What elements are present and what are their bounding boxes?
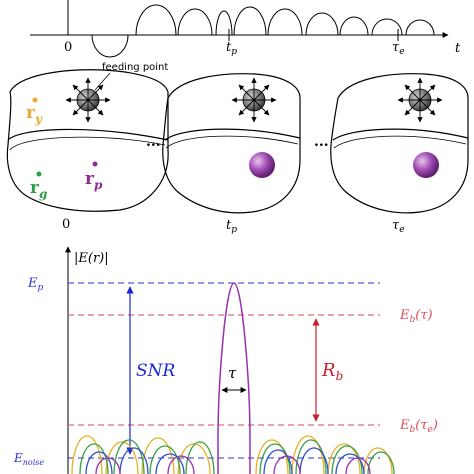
- position-dot: [32, 97, 38, 103]
- level-label-eb-tau: Eb(τ): [399, 308, 433, 325]
- ellipsis: ...: [146, 134, 161, 150]
- position-label: ry: [26, 103, 43, 126]
- position-r-p: rp: [85, 161, 103, 192]
- level-label-ep: Ep: [27, 276, 44, 293]
- position-dot: [92, 161, 98, 167]
- feeding-point-2: [231, 77, 277, 123]
- target-sphere: [249, 152, 275, 178]
- chamber-frames: feeding point ry rg rp ... ... 0 tp τe: [6, 62, 469, 235]
- timeline-lobes: [67, 0, 435, 58]
- ellipsis: ...: [314, 134, 329, 150]
- y-axis-label: |E(r)|: [74, 251, 109, 266]
- timeline-mark-zero: 0: [64, 40, 72, 55]
- chamber-frame-initial: [6, 69, 169, 212]
- position-r-g: rg: [30, 171, 47, 201]
- feeding-point-leader: [94, 72, 111, 91]
- frame-label-tp: tp: [226, 218, 237, 235]
- tau-label: τ: [228, 364, 237, 382]
- frame-label-tau-e: τe: [392, 218, 405, 235]
- sidelobes-yellow: [71, 435, 393, 474]
- peak-curve: [217, 282, 251, 474]
- chamber-frame-tau-e: [330, 73, 469, 214]
- timeline: t 0 tp τe: [30, 0, 461, 58]
- sidelobes-blue: [85, 447, 365, 474]
- frame-label-zero: 0: [62, 217, 70, 232]
- rb-label: Rb: [321, 360, 343, 383]
- position-label: rp: [85, 169, 103, 192]
- signal-plot: |E(r)| Ep Eb(τ) Eb(τe) Enoise SNR Rb τ: [13, 246, 438, 474]
- timeline-mark-tau-e: τe: [392, 40, 405, 57]
- target-sphere: [413, 152, 439, 178]
- position-label: rg: [30, 178, 47, 201]
- time-axis-label: t: [455, 41, 461, 56]
- level-label-eb-tau-e: Eb(τe): [399, 418, 438, 435]
- level-label-noise: Enoise: [13, 451, 44, 467]
- chamber-frame-tp: [162, 73, 301, 214]
- timeline-mark-tp: tp: [226, 40, 237, 57]
- feeding-point-3: [397, 77, 443, 123]
- feeding-point-1: [65, 77, 111, 123]
- position-r-y: ry: [26, 97, 43, 126]
- sidelobes-purple: [95, 455, 371, 474]
- sidelobes-green: [79, 439, 395, 474]
- position-dot: [36, 171, 42, 177]
- snr-label: SNR: [136, 361, 176, 381]
- feeding-point-label: feeding point: [102, 62, 168, 73]
